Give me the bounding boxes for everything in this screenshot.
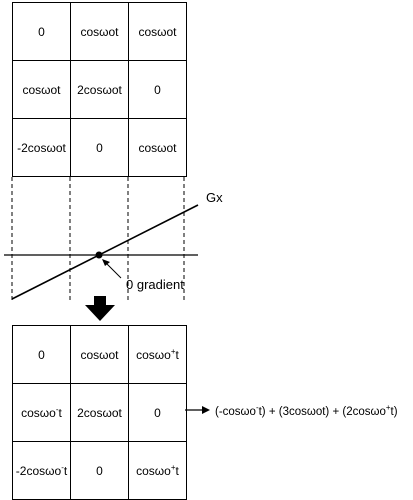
grid-cell: 0 [12, 325, 71, 384]
down-arrow-icon [85, 296, 115, 321]
grid-cell: 0 [70, 118, 129, 177]
result-text: (-cosωo [215, 405, 256, 418]
superscript: + [385, 403, 391, 412]
grid-cell: 0 [70, 441, 129, 500]
cell-text: t [175, 464, 179, 478]
grid-cell: 0 [12, 2, 71, 61]
superscript: - [255, 403, 259, 412]
cell-text: t [63, 464, 68, 478]
grid-cell: 0 [128, 60, 187, 119]
cell-text: t [175, 348, 179, 362]
top-signal-grid: 0 cosωot cosωot cosωot 2cosωot 0 -2cosωo… [12, 2, 187, 177]
superscript: - [55, 405, 59, 414]
grid-cell: cosωo+t [128, 325, 187, 384]
arrowhead [102, 259, 110, 266]
cell-text: -2cosωo [15, 464, 62, 478]
grid-row: 0 cosωot cosωot [12, 2, 187, 61]
cell-text: cosωo [21, 406, 56, 420]
grid-cell: cosωot [128, 2, 187, 61]
grid-cell: 2cosωot [70, 60, 129, 119]
superscript: + [170, 347, 176, 356]
result-expression: (-cosωo-t) + (3cosωot) + (2cosωo+t) [215, 403, 398, 418]
zero-gradient-point [95, 251, 103, 259]
grid-cell: cosωo-t [12, 383, 71, 442]
gx-gradient-line [11, 204, 199, 300]
zero-gradient-pointer-arrow [104, 261, 122, 279]
grid-row: cosωot 2cosωot 0 [12, 60, 187, 119]
grid-cell: -2cosωo-t [12, 441, 71, 500]
grid-cell: cosωot [128, 118, 187, 177]
zero-gradient-label: 0 gradient [126, 277, 184, 292]
grid-row: -2cosωot 0 cosωot [12, 118, 187, 177]
grid-row: -2cosωo-t 0 cosωo+t [12, 441, 187, 500]
bottom-signal-grid: 0 cosωot cosωo+t cosωo-t 2cosωot 0 -2cos… [12, 325, 187, 500]
superscript: - [61, 463, 64, 472]
result-text: t) [390, 405, 398, 418]
grid-cell: cosωo+t [128, 441, 187, 500]
gx-label: Gx [206, 190, 223, 205]
cell-text: cosωo [136, 464, 171, 478]
grid-row: 0 cosωot cosωo+t [12, 325, 187, 384]
grid-cell: 2cosωot [70, 383, 129, 442]
grid-row: cosωo-t 2cosωot 0 [12, 383, 187, 442]
result-arrowhead [202, 406, 210, 414]
cell-text: t [58, 406, 62, 420]
grid-cell: -2cosωot [12, 118, 71, 177]
result-text: t) + (3cosωot) + (2cosωo [258, 405, 386, 418]
grid-cell: 0 [128, 383, 187, 442]
grid-cell: cosωot [70, 325, 129, 384]
superscript: + [170, 463, 176, 472]
cell-text: cosωo [136, 348, 171, 362]
